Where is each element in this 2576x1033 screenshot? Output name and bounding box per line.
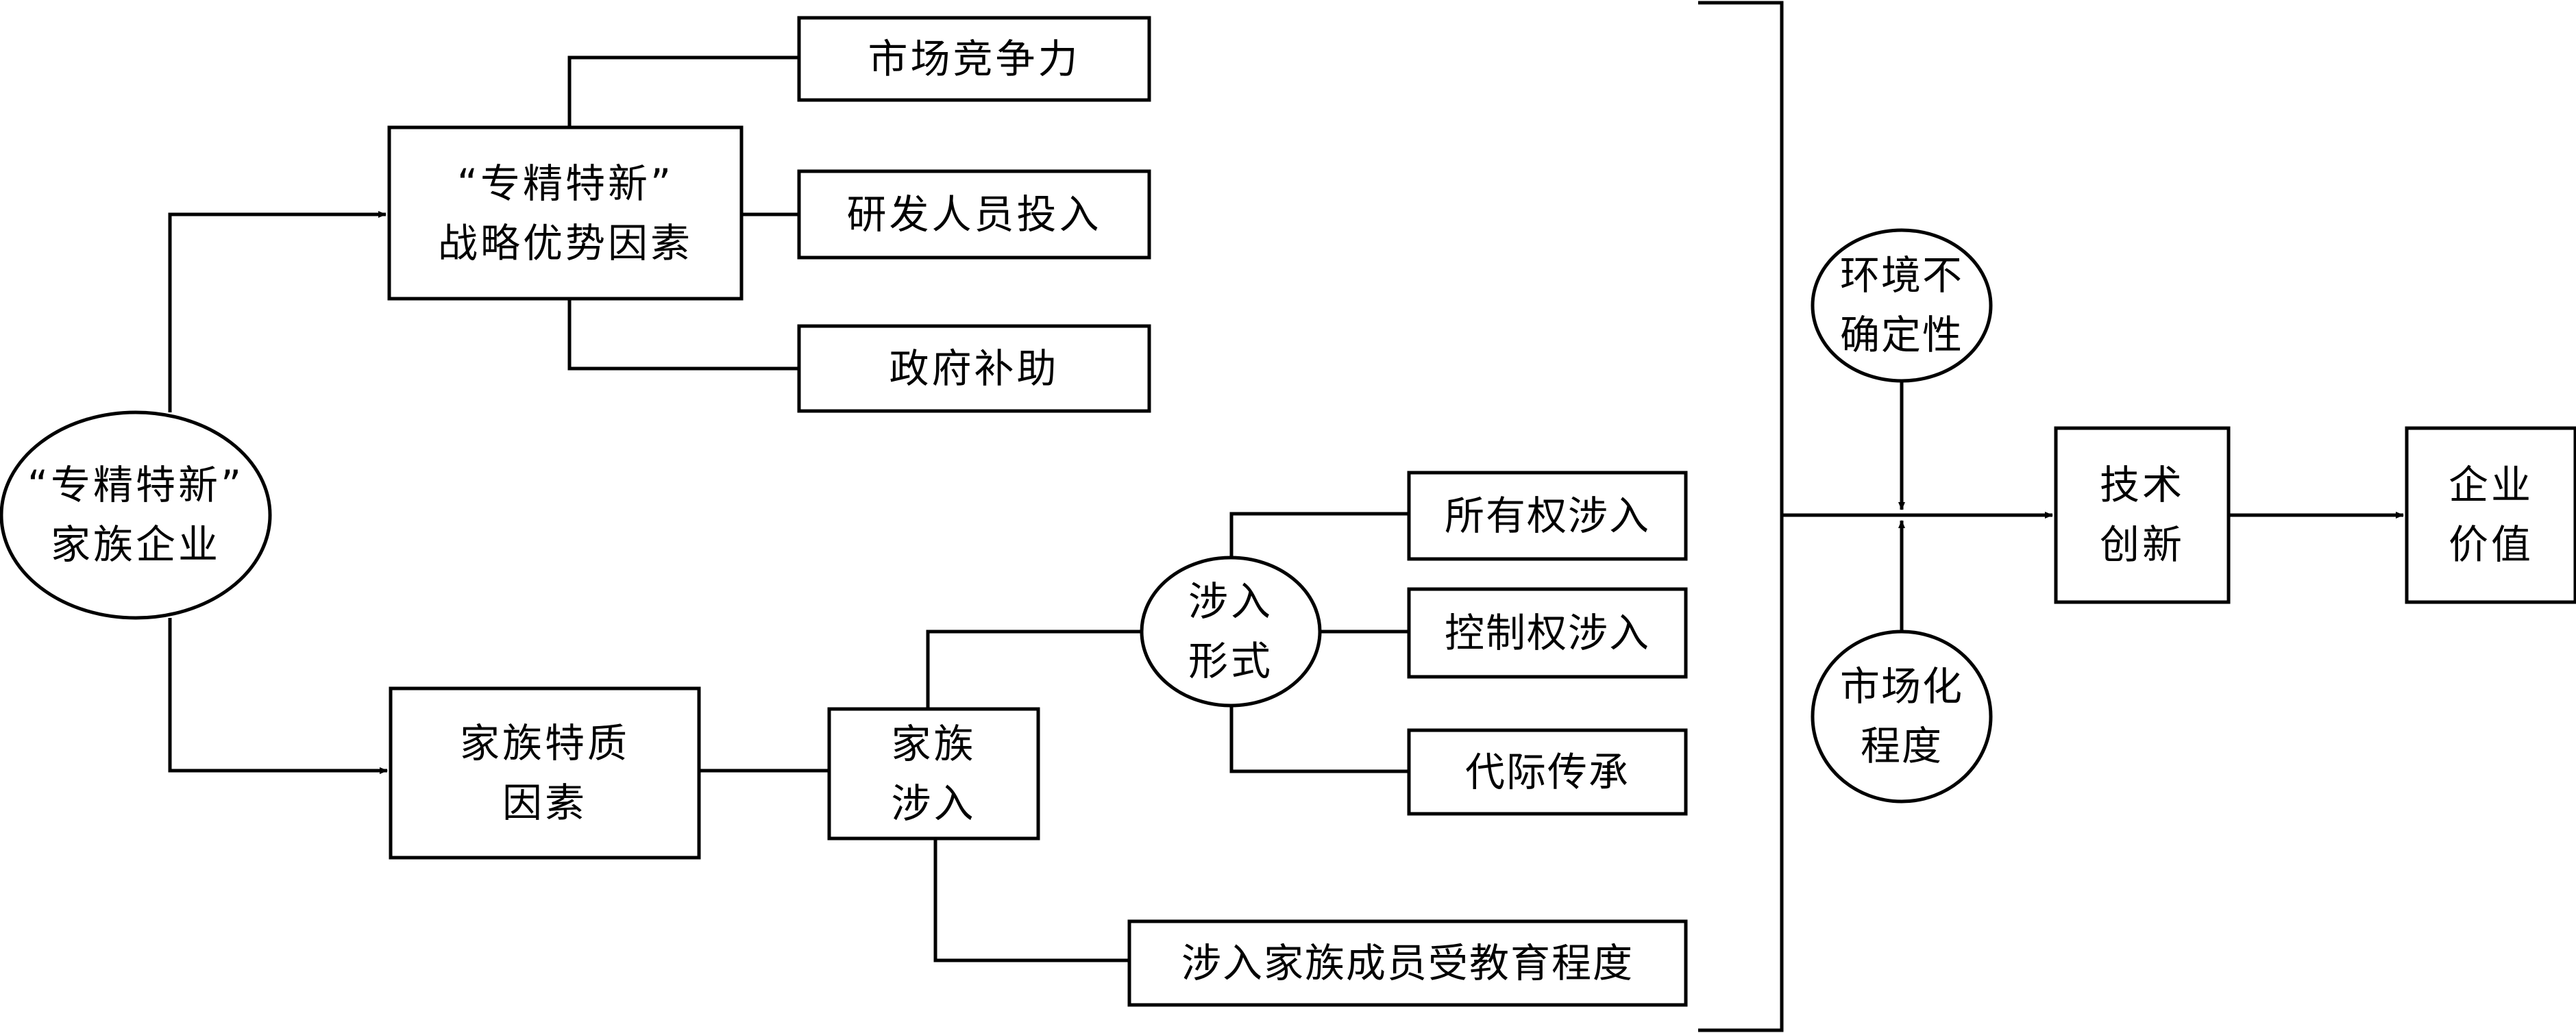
connector-form-ownership: [1229, 512, 1409, 558]
family-firm-label: “专精特新”家族企业: [27, 462, 245, 568]
connector-to-strategic: [168, 211, 387, 412]
education-label: 涉入家族成员受教育程度: [1181, 939, 1634, 986]
ownership-box: [1407, 471, 1688, 561]
firm-value-box: [2405, 426, 2576, 604]
connector-involvement-education: [933, 838, 1129, 962]
bracket: [1698, 1, 1784, 1032]
connector-involvement-form: [926, 630, 1142, 709]
rd-personnel-label: 研发人员投入: [846, 190, 1102, 238]
tech-innovation-label: 技术创新: [2099, 462, 2185, 568]
succession-label: 代际传承: [1464, 748, 1630, 795]
family-trait-box: [389, 686, 701, 860]
education-box: [1127, 919, 1688, 1007]
strategic-factor-label: “专精特新”战略优势因素: [437, 160, 693, 266]
control-label: 控制权涉入: [1444, 609, 1650, 656]
connector-form-succession: [1229, 706, 1409, 773]
family-firm-ellipse: [0, 410, 272, 620]
env-uncertainty-label: 环境不确定性: [1839, 252, 1963, 358]
involvement-form-label: 涉入形式: [1188, 578, 1273, 684]
market-competitiveness-label: 市场竞争力: [868, 35, 1081, 82]
family-involvement-label: 家族涉入: [891, 721, 977, 827]
marketization-label: 市场化程度: [1839, 663, 1963, 769]
family-trait-label: 家族特质因素: [459, 720, 630, 826]
connector-strategic-market: [567, 55, 799, 127]
connector-to-family-trait: [168, 618, 388, 774]
connector-strategic-gov: [567, 299, 799, 371]
ownership-label: 所有权涉入: [1444, 492, 1650, 539]
firm-value-label: 企业价值: [2448, 462, 2534, 568]
gov-subsidy-label: 政府补助: [889, 345, 1059, 392]
